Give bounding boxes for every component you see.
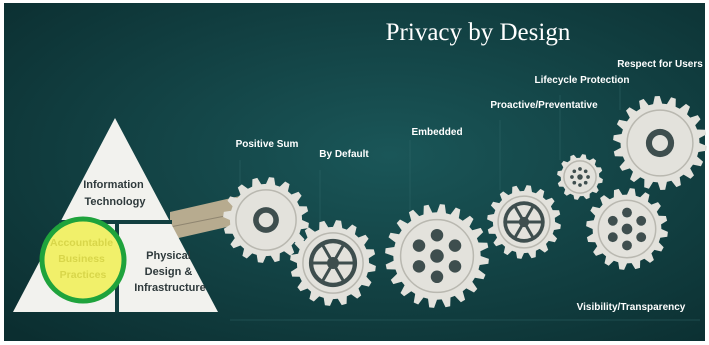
gear-chain: [223, 96, 707, 308]
pillar-physical-design: Physical Design & Infrastructure: [134, 250, 206, 294]
gear-embedded-hole: [430, 228, 444, 242]
gear-lifecycle-dot: [578, 167, 582, 171]
gear-respect: [613, 96, 707, 190]
gear-embedded: [385, 204, 489, 308]
gear-visibility-hole: [622, 207, 632, 218]
gear-lifecycle-rim: [563, 160, 597, 194]
gear-respect-hub-inner: [652, 135, 668, 151]
gear-positive-sum-hub-inner: [258, 212, 274, 228]
gear-lifecycle-dot: [586, 175, 590, 179]
gear-lifecycle-dot: [578, 183, 582, 187]
label-lifecycle-protection: Lifecycle Protection: [534, 75, 629, 86]
connector-bar: [170, 196, 240, 240]
pillar-information-technology: Information Technology: [83, 179, 147, 208]
three-pillars-triangle: Information Technology Accountable Busin…: [13, 118, 218, 312]
gear-by-default: [290, 220, 376, 306]
gear-positive-sum-rim: [235, 189, 297, 251]
gear-lifecycle-dot: [572, 180, 577, 185]
gear-by-default-axle: [326, 256, 340, 270]
label-embedded: Embedded: [411, 127, 462, 138]
gear-lifecycle-dot: [572, 169, 577, 174]
gear-lifecycle-dot: [583, 180, 588, 185]
gear-visibility-hole: [622, 240, 632, 251]
gear-lifecycle-dot: [583, 169, 588, 174]
gear-embedded-hole: [448, 260, 462, 273]
gear-visibility-hole: [607, 215, 618, 226]
gear-respect-rim: [626, 109, 694, 177]
gear-proactive-axle: [518, 216, 530, 228]
gear-embedded-axle: [430, 249, 444, 263]
gear-embedded-hole: [430, 270, 444, 284]
gear-lifecycle: [557, 154, 603, 200]
diagram-title: Privacy by Design: [386, 19, 571, 46]
gear-embedded-hole: [448, 239, 462, 252]
gear-lifecycle-axle: [577, 174, 583, 180]
gear-positive-sum: [223, 177, 309, 263]
background-grid: [230, 75, 700, 321]
gear-embedded-rim: [399, 218, 475, 294]
label-positive-sum: Positive Sum: [236, 139, 299, 150]
gear-embedded-hole: [412, 260, 426, 273]
gear-proactive: [487, 185, 561, 259]
pillar-accountable-business-practices: Accountable Business Practices: [50, 237, 116, 281]
gear-visibility: [586, 188, 668, 270]
gear-visibility-hole: [636, 215, 647, 226]
gear-visibility-hole: [607, 232, 618, 243]
label-visibility-transparency: Visibility/Transparency: [577, 302, 686, 313]
gear-lifecycle-dot: [570, 175, 574, 179]
label-proactive-preventative: Proactive/Preventative: [490, 100, 598, 111]
gear-by-default-rim: [302, 232, 364, 294]
gear-embedded-hole: [412, 239, 426, 252]
gear-visibility-rim: [597, 199, 657, 259]
label-respect-for-users: Respect for Users: [617, 59, 703, 70]
gear-visibility-axle: [621, 223, 633, 235]
label-by-default: By Default: [319, 149, 369, 160]
highlight-ring: [39, 216, 127, 304]
gear-visibility-hole: [636, 232, 647, 243]
gear-proactive-rim: [497, 195, 551, 249]
